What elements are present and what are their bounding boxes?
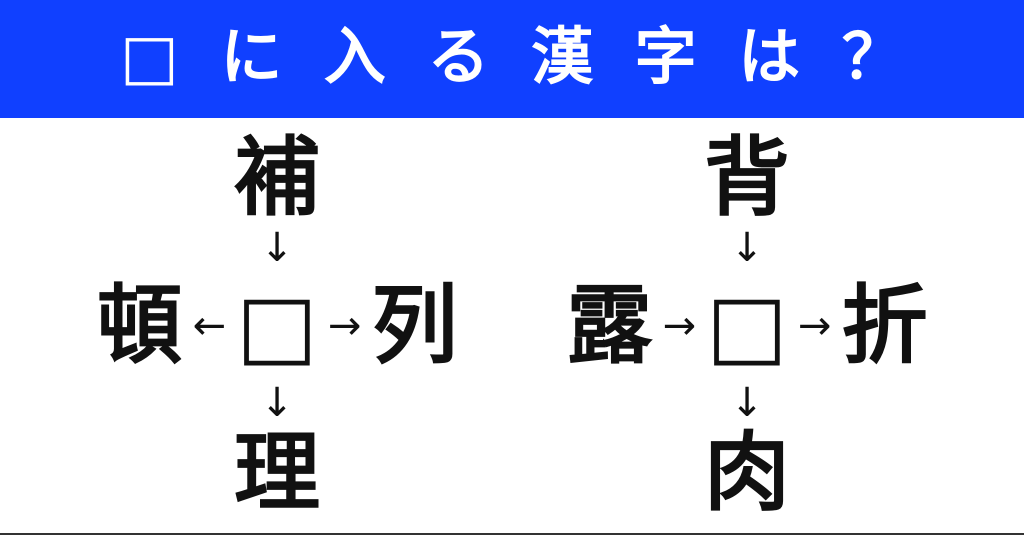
arrow-down-icon: ↓ [730,379,764,426]
puzzle-right-top-kanji: 背 [704,128,790,229]
arrow-left-icon: ← [192,302,227,349]
puzzle-left-top-kanji: 補 [234,128,320,229]
puzzle-right-right-kanji: 折 [841,275,928,376]
page-title: □ に 入 る 漢 字 は ？ [120,20,914,93]
puzzle-right-middle-row: 露 → □ → 折 [532,271,961,380]
arrow-right-icon: → [662,302,697,349]
puzzle-left-bottom-row: 理 [234,425,320,520]
arrow-down-icon: ↓ [730,225,764,272]
puzzle-area: 補 ↓ 頓 ← □ → 列 ↓ 理 背 ↓ 露 → □ → 折 ↓ 肉 [0,118,1024,533]
puzzle-right-top-row: 背 [704,131,790,226]
puzzle-right-bottom-row: 肉 [704,425,790,520]
arrow-right-icon: → [327,302,362,349]
puzzle-left-bottom-kanji: 理 [234,423,320,523]
puzzle-left-top-row: 補 [234,131,320,226]
puzzle-right-answer-box[interactable]: □ [706,275,788,376]
puzzle-right-left-kanji: 露 [566,275,653,376]
arrow-down-icon: ↓ [260,379,294,426]
kanji-puzzle-right: 背 ↓ 露 → □ → 折 ↓ 肉 [512,131,982,521]
arrow-right-icon: → [797,302,832,349]
puzzle-left-middle-row: 頓 ← □ → 列 [62,271,491,380]
puzzle-right-bottom-kanji: 肉 [704,423,790,523]
arrow-down-icon: ↓ [260,225,294,272]
bottom-divider [0,533,1024,535]
header-banner: □ に 入 る 漢 字 は ？ [0,0,1024,118]
kanji-puzzle-left: 補 ↓ 頓 ← □ → 列 ↓ 理 [42,131,512,521]
puzzle-left-right-kanji: 列 [371,275,458,376]
puzzle-left-left-kanji: 頓 [96,275,183,376]
puzzle-left-answer-box[interactable]: □ [236,275,318,376]
